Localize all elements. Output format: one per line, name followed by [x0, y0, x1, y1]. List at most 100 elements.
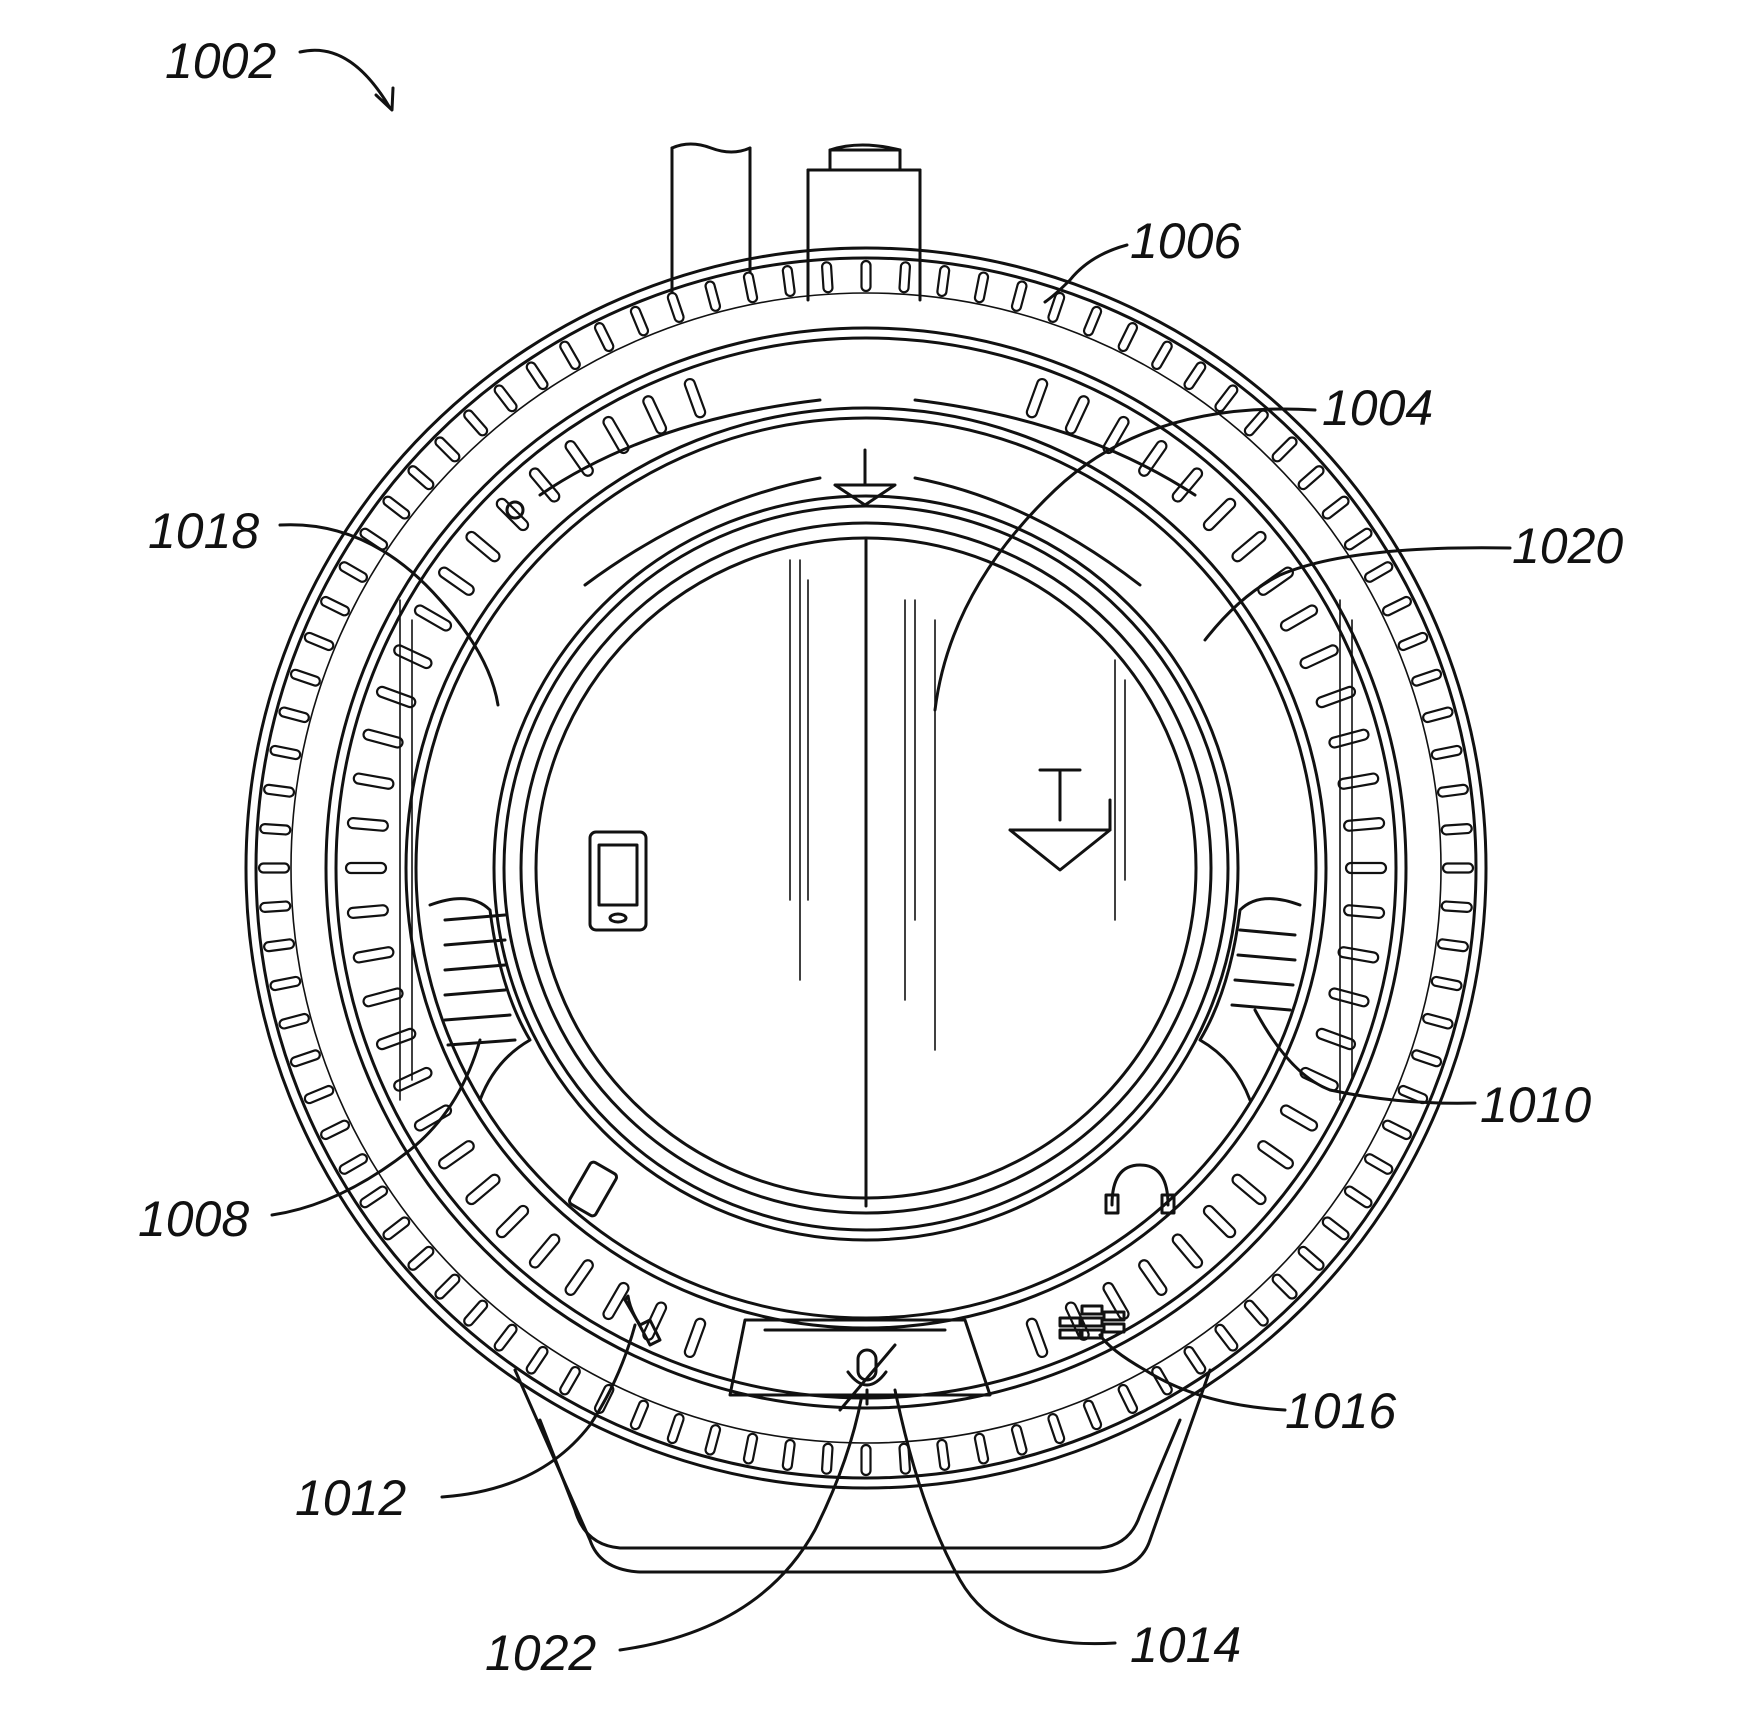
grille-slot: [393, 644, 433, 670]
grille-slot: [407, 1245, 435, 1272]
grille-slot: [290, 1049, 321, 1067]
grille-slot: [1230, 530, 1267, 563]
grille-slot: [346, 863, 386, 873]
grille-slot: [1202, 497, 1237, 532]
grille-slot: [1083, 305, 1103, 336]
grille-slot: [630, 305, 650, 336]
grille-slot: [1315, 685, 1356, 708]
grille-slot: [1297, 1245, 1325, 1272]
grille-slot: [260, 901, 291, 912]
grille-slot: [667, 1413, 685, 1444]
grille-slot: [1363, 561, 1393, 584]
grille-slot: [462, 409, 489, 437]
grille-slot: [1202, 1204, 1237, 1239]
grille-slot: [464, 530, 501, 563]
grille-slot: [974, 1433, 989, 1464]
grille-slot: [862, 1445, 871, 1475]
grille-slot: [434, 1273, 462, 1301]
grille-slot: [353, 946, 394, 963]
grille-slot: [593, 322, 614, 353]
grille-slot: [464, 1173, 501, 1206]
grille-slot: [899, 262, 910, 293]
grille-slot: [1411, 669, 1442, 687]
grille-slot: [320, 595, 351, 616]
grille-slot: [264, 784, 295, 797]
grille-slot: [1137, 1258, 1168, 1297]
grille-slot: [376, 1027, 417, 1050]
grille-slot: [353, 773, 394, 790]
grille-slot: [1344, 905, 1385, 918]
label-phone-button: 1012: [295, 1470, 406, 1526]
grille-slot: [683, 1317, 706, 1358]
grille-slot: [348, 818, 389, 831]
grille-slot: [1437, 939, 1468, 952]
label-left-grille: 1018: [148, 503, 259, 559]
grille-slot: [1151, 340, 1174, 370]
grille-slot: [1171, 1232, 1204, 1269]
phone-device-icon: [590, 832, 646, 930]
grille-slot: [782, 266, 795, 297]
grille-slot: [1011, 1424, 1027, 1455]
grille-slot: [264, 939, 295, 952]
grille-slot: [1338, 773, 1379, 790]
grille-slot: [320, 1119, 351, 1140]
grille-slot: [743, 1433, 758, 1464]
grille-slot: [382, 495, 411, 520]
grille-slot: [303, 632, 334, 652]
grille-slot: [1117, 1384, 1138, 1415]
grille-slot: [303, 1085, 334, 1105]
grille-slot: [559, 1365, 582, 1395]
grille-slot: [279, 707, 310, 723]
grille-slot: [338, 561, 368, 584]
grille-slot: [1437, 784, 1468, 797]
grille-slot: [1441, 824, 1472, 835]
grille-slot: [1299, 1066, 1339, 1092]
grille-slot: [564, 1258, 595, 1297]
grille-slot: [822, 262, 833, 293]
grille-slot: [1431, 976, 1462, 991]
grille-slot: [1183, 1345, 1207, 1375]
grille-slot: [259, 864, 289, 873]
grille-slot: [1299, 644, 1339, 670]
grille-slot: [1271, 436, 1299, 464]
grille-slot: [279, 1013, 310, 1029]
grille-slot: [1230, 1173, 1267, 1206]
grille-slot: [822, 1443, 833, 1474]
grille-slot: [1328, 729, 1369, 749]
grille-slot: [974, 272, 989, 303]
grille-slot: [862, 261, 871, 291]
grille-slot: [1271, 1273, 1299, 1301]
grille-slot: [1183, 361, 1207, 391]
grille-slot: [1117, 322, 1138, 353]
label-outer-ring: 1006: [1130, 213, 1241, 269]
grille-slot: [705, 1424, 721, 1455]
grille-slot: [667, 292, 685, 323]
grille-slot: [437, 566, 476, 597]
label-device: 1002: [165, 33, 276, 89]
grille-slot: [1243, 409, 1270, 437]
grille-slot: [1343, 527, 1373, 551]
grille-slot: [359, 1185, 389, 1209]
grille-slot: [642, 395, 668, 435]
grille-slot: [1279, 604, 1319, 633]
grille-slot: [1382, 595, 1413, 616]
figure-arrow: [300, 50, 393, 110]
grille-slot: [1064, 395, 1090, 435]
label-right-grille: 1020: [1512, 518, 1623, 574]
grille-slot: [1363, 1153, 1393, 1176]
label-equalizer-button: 1016: [1285, 1383, 1396, 1439]
grille-slot: [362, 987, 403, 1007]
small-phone-icon: [568, 1161, 618, 1218]
grille-slot: [1025, 1317, 1048, 1358]
grille-slot: [1083, 1399, 1103, 1430]
grille-slot: [260, 824, 291, 835]
grille-slot: [495, 1204, 530, 1239]
grille-slot: [1256, 1139, 1295, 1170]
grille-slot: [1214, 1323, 1239, 1352]
grille-slot: [1443, 864, 1473, 873]
grille-slot: [1411, 1049, 1442, 1067]
grille-slot: [1422, 707, 1453, 723]
grille-slot: [376, 685, 417, 708]
grille-slot: [462, 1299, 489, 1327]
